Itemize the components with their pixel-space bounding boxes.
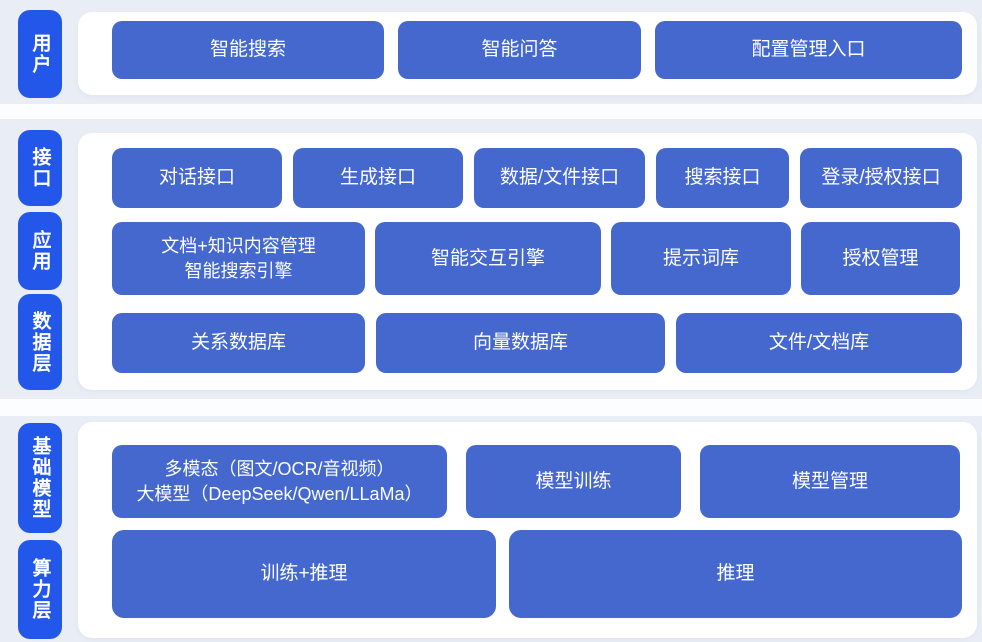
block-interaction-engine: 智能交互引擎	[375, 222, 601, 295]
user-layer-row: 智能搜索 智能问答 配置管理入口	[112, 21, 962, 79]
block-vector-db: 向量数据库	[376, 313, 665, 373]
background-stripe	[0, 399, 982, 416]
block-training-inference: 训练+推理	[112, 530, 496, 618]
block-dialog-api: 对话接口	[112, 148, 282, 208]
block-prompt-library: 提示词库	[611, 222, 791, 295]
layer-label-data-layer: 数据层	[18, 294, 62, 390]
block-data-file-api: 数据/文件接口	[474, 148, 645, 208]
layer-label-application: 应用	[18, 212, 62, 290]
block-generation-api: 生成接口	[293, 148, 463, 208]
block-file-doc-store: 文件/文档库	[676, 313, 962, 373]
layer-label-foundation-model: 基础模型	[18, 423, 62, 533]
application-layer-row: 文档+知识内容管理 智能搜索引擎 智能交互引擎 提示词库 授权管理	[112, 222, 962, 295]
block-config-entry: 配置管理入口	[655, 21, 962, 79]
block-login-auth-api: 登录/授权接口	[800, 148, 962, 208]
block-multimodal-llm: 多模态（图文/OCR/音视频） 大模型（DeepSeek/Qwen/LLaMa）	[112, 445, 447, 518]
compute-layer-row: 训练+推理 推理	[112, 530, 962, 618]
block-smart-qa: 智能问答	[398, 21, 641, 79]
middle-layers-card: 对话接口 生成接口 数据/文件接口 搜索接口 登录/授权接口 文档+知识内容管理…	[78, 133, 977, 390]
interface-layer-row: 对话接口 生成接口 数据/文件接口 搜索接口 登录/授权接口	[112, 148, 962, 208]
block-model-mgmt: 模型管理	[700, 445, 960, 518]
block-doc-knowledge-mgmt: 文档+知识内容管理 智能搜索引擎	[112, 222, 365, 295]
block-model-training: 模型训练	[466, 445, 681, 518]
layer-label-compute-layer: 算力层	[18, 540, 62, 639]
block-smart-search: 智能搜索	[112, 21, 384, 79]
layer-label-interface: 接口	[18, 130, 62, 206]
data-layer-row: 关系数据库 向量数据库 文件/文档库	[112, 313, 962, 373]
foundation-model-row: 多模态（图文/OCR/音视频） 大模型（DeepSeek/Qwen/LLaMa）…	[112, 445, 962, 518]
block-relational-db: 关系数据库	[112, 313, 365, 373]
background-stripe	[0, 104, 982, 119]
block-auth-mgmt: 授权管理	[801, 222, 960, 295]
layer-label-user: 用户	[18, 10, 62, 98]
user-layer-card: 智能搜索 智能问答 配置管理入口	[78, 12, 977, 95]
block-inference: 推理	[509, 530, 962, 618]
block-search-api: 搜索接口	[656, 148, 789, 208]
bottom-layers-card: 多模态（图文/OCR/音视频） 大模型（DeepSeek/Qwen/LLaMa）…	[78, 422, 977, 638]
